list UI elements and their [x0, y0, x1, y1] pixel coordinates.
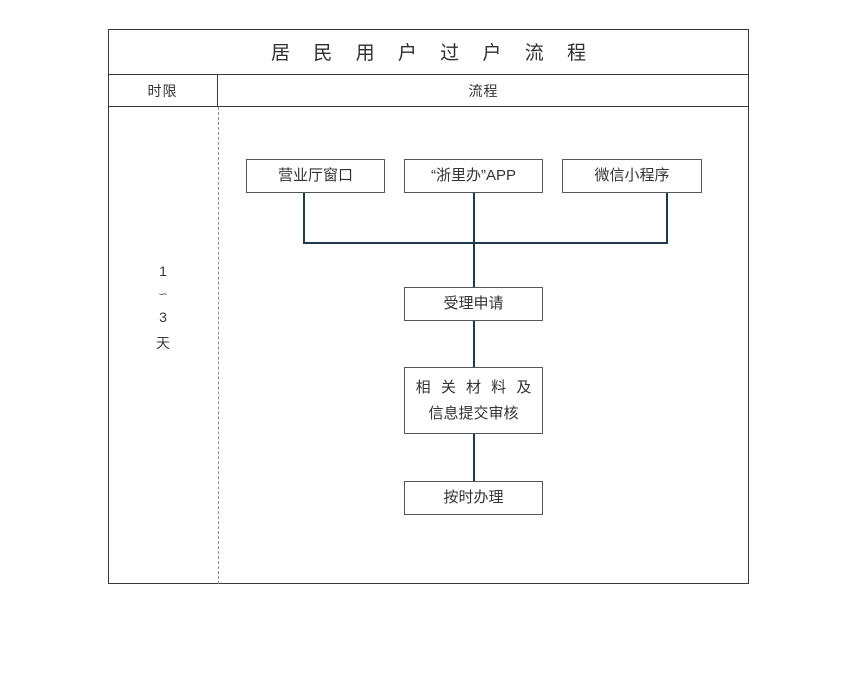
node-accept-application[interactable]: 受理申请 — [404, 287, 543, 321]
page-title: 居 民 用 户 过 户 流 程 — [271, 43, 595, 64]
node-submit-materials[interactable]: 相 关 材 料 及 信息提交审核 — [404, 367, 543, 434]
column-divider-dashed — [218, 107, 219, 584]
duration-stack: 1 ∽ 3 天 — [108, 258, 218, 356]
connector-merge-bar — [303, 242, 668, 244]
column-header-time: 时限 — [108, 75, 218, 106]
title-row: 居 民 用 户 过 户 流 程 — [108, 29, 749, 75]
node-process-on-time-label: 按时办理 — [443, 489, 504, 506]
duration-from: 1 — [159, 263, 167, 279]
node-entry-app[interactable]: “浙里办”APP — [404, 159, 543, 193]
connector-app-down — [473, 193, 475, 288]
connector-hall-down — [303, 193, 305, 244]
node-process-on-time[interactable]: 按时办理 — [404, 481, 543, 515]
column-header-flow-label: 流程 — [468, 82, 499, 99]
node-entry-app-label: “浙里办”APP — [430, 167, 516, 184]
table-header-row: 时限 流程 — [108, 75, 749, 107]
node-entry-hall[interactable]: 营业厅窗口 — [246, 159, 385, 193]
duration-to: 3 — [159, 309, 167, 325]
connector-wechat-down — [666, 193, 668, 244]
node-submit-materials-label-line2: 信息提交审核 — [428, 404, 519, 422]
node-accept-application-label: 受理申请 — [443, 295, 504, 312]
column-header-time-label: 时限 — [147, 82, 178, 99]
duration-unit: 天 — [156, 335, 170, 351]
duration-range-tilde: ∽ — [157, 287, 169, 301]
node-submit-materials-label-line1: 相 关 材 料 及 — [415, 378, 535, 396]
node-entry-wechat-label: 微信小程序 — [594, 167, 670, 184]
column-header-flow: 流程 — [218, 75, 749, 106]
connector-accept-to-materials — [473, 321, 475, 368]
node-entry-wechat[interactable]: 微信小程序 — [562, 159, 702, 193]
node-entry-hall-label: 营业厅窗口 — [277, 167, 353, 184]
connector-materials-to-process — [473, 434, 475, 482]
